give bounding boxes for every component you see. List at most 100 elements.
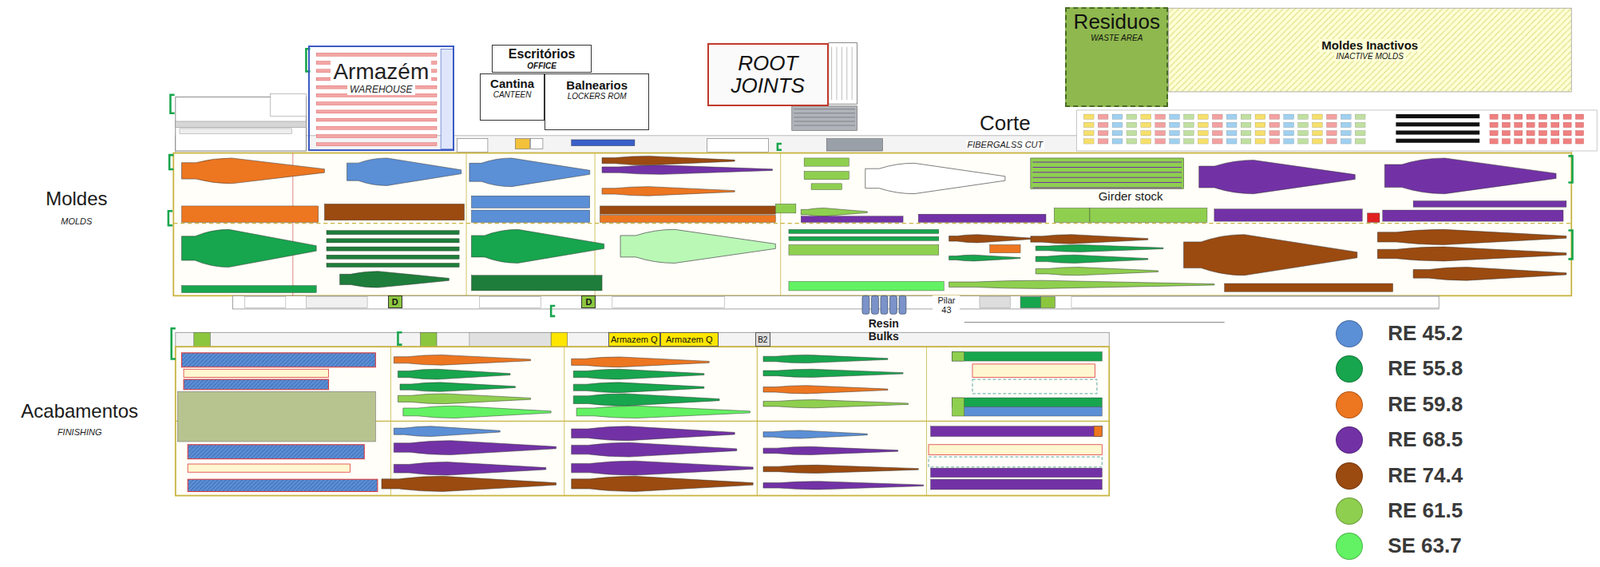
area-name: Armazem Q: [665, 334, 713, 345]
blade-mold: [1377, 246, 1566, 262]
blade-mold: [763, 368, 903, 377]
blade-mold: [397, 393, 531, 404]
rack-bay: [1354, 114, 1366, 119]
resin-tank: [862, 295, 870, 314]
girder-mold: [326, 238, 460, 243]
rack-bay: [1283, 130, 1295, 135]
girder-mold: [951, 397, 964, 416]
girder-mold: [326, 230, 460, 235]
rack-bay: [1097, 138, 1109, 144]
machine-line: [851, 47, 853, 100]
rack-bay: [1514, 122, 1523, 127]
girder-mold: [775, 203, 797, 213]
resin-tank: [889, 295, 897, 314]
blade-mold: [571, 356, 710, 368]
rack-bay: [1298, 138, 1309, 144]
blade-mold: [1413, 267, 1567, 282]
rack-area: [1076, 110, 1597, 151]
rack-bay: [1269, 130, 1280, 135]
rack-bay: [1575, 130, 1584, 135]
area-label: FINISHING: [57, 427, 103, 437]
girder-mold: [951, 352, 1102, 361]
girder-mold: [990, 244, 1021, 253]
finishing-bay: [187, 479, 378, 492]
girder-mold: [951, 397, 1102, 407]
rack-bay: [1575, 114, 1584, 119]
room: [1071, 297, 1439, 309]
rack-column: [440, 48, 453, 149]
blade-mold: [573, 382, 705, 393]
rack-bay: [1269, 114, 1280, 119]
door-bracket: [168, 210, 173, 226]
rack-bay: [1155, 138, 1166, 144]
blade-mold: [601, 155, 735, 165]
rack-bay: [1255, 122, 1266, 127]
rack-bay: [1140, 122, 1152, 127]
blade-mold: [393, 354, 531, 365]
rack-bay: [1526, 114, 1535, 119]
blade-mold: [571, 475, 753, 492]
rack-bay: [1269, 138, 1280, 144]
blade-mold: [1377, 229, 1566, 245]
room: [479, 297, 542, 309]
rack-bay: [1312, 138, 1323, 144]
building-strip: [175, 121, 307, 128]
blade-mold: [347, 158, 462, 186]
girder-mold: [951, 352, 964, 361]
girder-mold: [471, 195, 590, 208]
girder-mold: [803, 171, 849, 180]
equipment: [530, 138, 543, 150]
blade-mold: [573, 368, 705, 380]
blade-mold: [601, 186, 735, 196]
rack-bay: [1563, 114, 1572, 119]
area-name: D: [585, 297, 592, 307]
girder-mold: [326, 262, 460, 267]
door-box: D: [388, 295, 403, 309]
blade-mold: [763, 385, 888, 394]
rack-bay: [1169, 130, 1181, 135]
area-subtitle: INACTIVE MOLDS: [1334, 51, 1406, 61]
area-subtitle: LOCKERS ROM: [567, 91, 627, 101]
equipment: [792, 106, 858, 131]
rack-bay: [1575, 122, 1584, 127]
finishing-bay: [972, 379, 1098, 394]
rack-bay: [1112, 138, 1123, 144]
blade-mold: [571, 426, 735, 441]
equipment: [1020, 297, 1042, 309]
girder-mold: [788, 281, 944, 290]
blade-mold: [763, 446, 899, 455]
rack-bay: [1340, 114, 1351, 119]
rack-bay: [1489, 130, 1498, 135]
wall-line: [466, 153, 468, 297]
rack-bay: [1184, 138, 1195, 144]
girder-mold: [600, 214, 777, 222]
machine-line: [846, 47, 848, 100]
area-name: B2: [757, 335, 768, 345]
girder-line: [1032, 182, 1182, 183]
rack-bay: [1140, 130, 1152, 135]
blade-mold: [949, 280, 1215, 289]
rack-bay: [1211, 122, 1223, 127]
girder-mold: [471, 275, 602, 291]
blade-mold: [571, 442, 737, 457]
warehouse-area: ArmazémWAREHOUSE: [308, 45, 455, 151]
girder-mold: [930, 467, 1103, 477]
area-label: MOLDS: [60, 216, 92, 226]
door-box: D: [581, 295, 596, 309]
rack-bay: [1298, 122, 1309, 127]
rack-row: [316, 52, 437, 56]
service-strip: [175, 332, 1109, 347]
rack-bay: [1197, 130, 1208, 135]
girder-mold: [918, 213, 1046, 222]
legend-text: RE 59.8: [1387, 392, 1463, 416]
girder-stock: [1030, 158, 1185, 189]
legend-swatch: [1335, 497, 1363, 525]
area-label: FIBERGALSS CUT: [966, 139, 1046, 150]
finishing-bay: [928, 444, 1102, 456]
rack-row: [316, 126, 437, 130]
area-name: Moldes Inactivos: [1318, 39, 1421, 53]
rack-bay: [1489, 122, 1498, 127]
legend-text: RE 74.4: [1387, 463, 1463, 488]
wall-line: [594, 153, 596, 297]
wall-line: [780, 153, 781, 297]
